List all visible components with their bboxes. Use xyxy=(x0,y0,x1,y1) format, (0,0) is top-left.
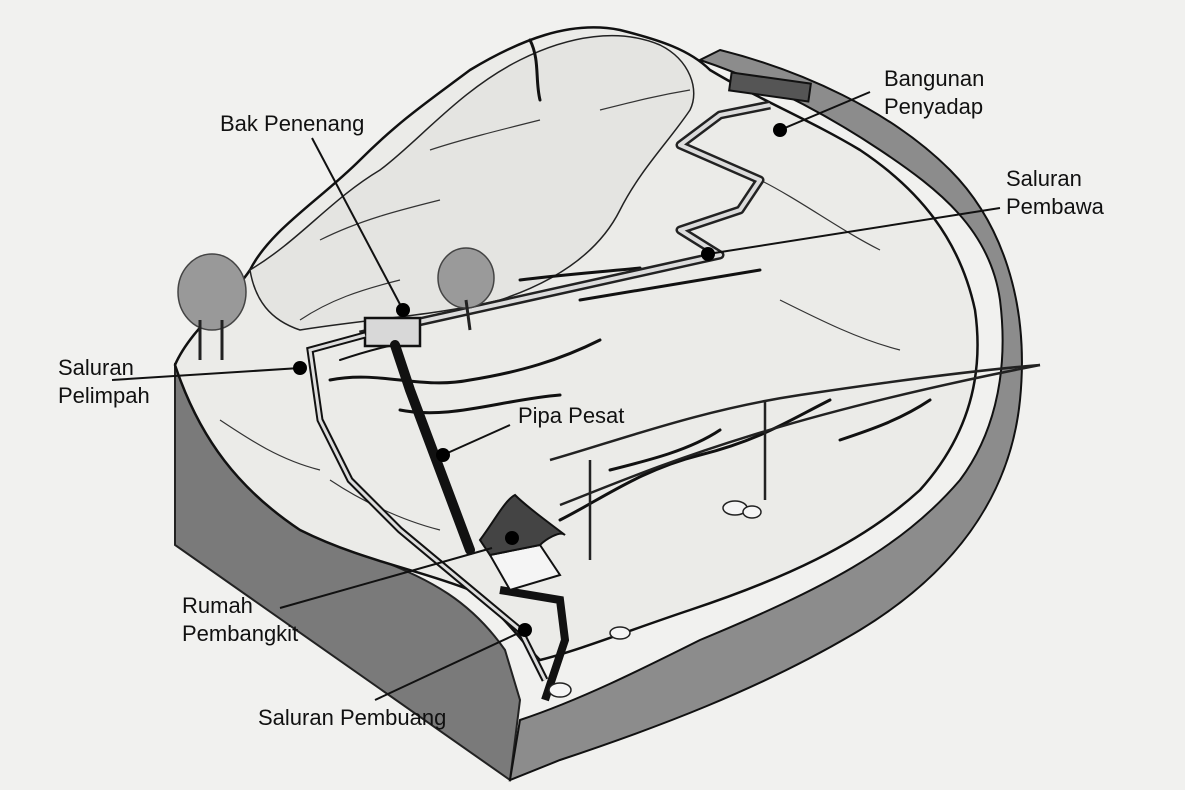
river xyxy=(508,48,1023,782)
label-rumah-pembangkit-line2: Pembangkit xyxy=(182,621,299,646)
label-saluran-pembawa-line2: Pembawa xyxy=(1006,194,1104,219)
label-saluran-pembuang: Saluran Pembuang xyxy=(258,705,447,730)
label-saluran-pelimpah-line2: Pelimpah xyxy=(58,383,150,408)
label-bangunan-penyadap-line1: Bangunan xyxy=(884,66,985,91)
ground-cracks xyxy=(328,38,932,522)
label-bak-penenang: Bak Penenang xyxy=(220,111,365,136)
penstock-pipe xyxy=(390,340,475,555)
tree-middle xyxy=(437,247,495,331)
label-saluran-pembawa: Saluran Pembawa xyxy=(1006,165,1104,221)
rocks xyxy=(548,500,762,698)
label-saluran-pelimpah: Saluran Pelimpah xyxy=(58,354,150,410)
label-saluran-pelimpah-line1: Saluran xyxy=(58,355,134,380)
label-saluran-pembawa-line1: Saluran xyxy=(1006,166,1082,191)
intake-weir xyxy=(728,71,812,103)
marker-dots xyxy=(293,123,787,637)
tailrace-channel xyxy=(499,586,570,702)
transmission-line xyxy=(549,363,1041,560)
tree-left xyxy=(177,253,247,360)
leader-lines xyxy=(111,91,1001,701)
label-rumah-pembangkit-line1: Rumah xyxy=(182,593,253,618)
label-bangunan-penyadap: Bangunan Penyadap xyxy=(884,65,984,121)
powerhouse xyxy=(478,493,566,592)
label-bangunan-penyadap-line2: Penyadap xyxy=(884,94,984,119)
label-rumah-pembangkit: Rumah Pembangkit xyxy=(182,592,298,648)
label-pipa-pesat: Pipa Pesat xyxy=(518,403,625,428)
